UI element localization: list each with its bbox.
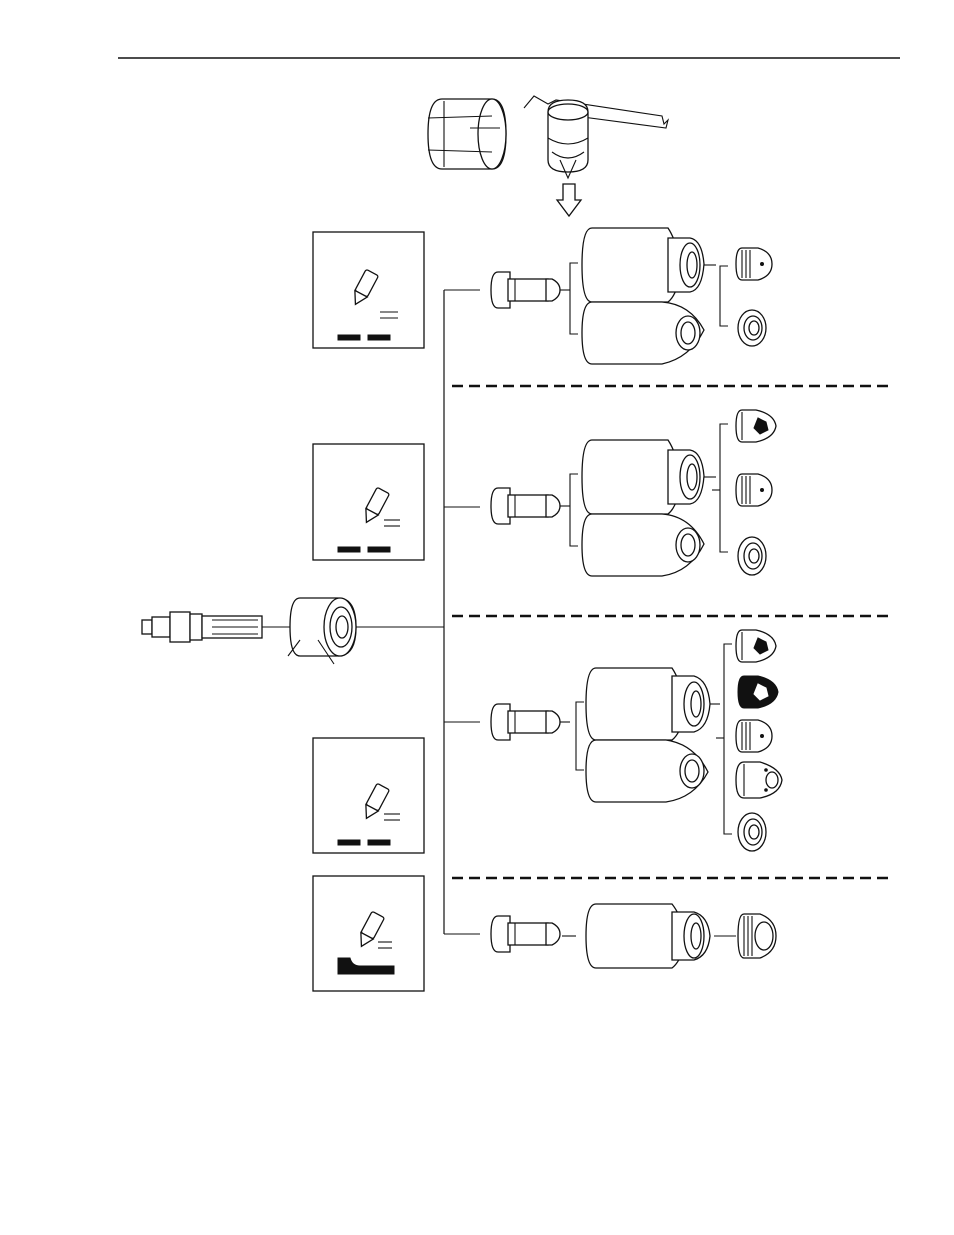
- install-arrow-icon: [557, 184, 581, 216]
- torch-icon: [142, 598, 444, 664]
- nozzle-icon: [738, 310, 766, 346]
- bracket-2b: [712, 424, 728, 552]
- retaining-cap-icon: [586, 904, 736, 968]
- retaining-cap-icon: [582, 440, 716, 514]
- swirl-ring-icon: [491, 488, 570, 524]
- bracket-3b: [716, 644, 732, 834]
- nozzle-icon: [738, 813, 766, 851]
- bracket-2a: [570, 474, 578, 546]
- swirl-ring-icon: [491, 916, 576, 952]
- retaining-cap-icon: [582, 302, 704, 364]
- shield-icon: [736, 720, 772, 752]
- swirl-ring-icon: [491, 704, 570, 740]
- retaining-clip-icon: [524, 96, 668, 178]
- retaining-cap-icon: [586, 668, 720, 740]
- shield-icon: [736, 762, 782, 798]
- bracket-1b: [720, 266, 728, 326]
- ohmic-ring-icon: [428, 99, 506, 169]
- mode-panel-cutting-3: [313, 738, 424, 853]
- retaining-cap-icon: [582, 228, 716, 302]
- bracket-3a: [576, 702, 584, 770]
- retaining-cap-icon: [586, 740, 708, 802]
- bracket-1a: [570, 263, 578, 334]
- mode-panel-cutting-2: [313, 444, 424, 560]
- deflector-icon: [736, 630, 776, 662]
- shield-icon: [736, 474, 772, 506]
- retaining-cap-icon: [582, 514, 704, 576]
- shield-icon: [738, 914, 776, 958]
- mode-panel-cutting-1: [313, 232, 424, 348]
- nozzle-icon: [738, 537, 766, 575]
- swirl-ring-icon: [491, 272, 570, 308]
- deflector-icon: [738, 676, 778, 708]
- deflector-icon: [736, 410, 776, 442]
- shield-icon: [736, 248, 772, 280]
- mode-panel-gouging: [313, 876, 424, 991]
